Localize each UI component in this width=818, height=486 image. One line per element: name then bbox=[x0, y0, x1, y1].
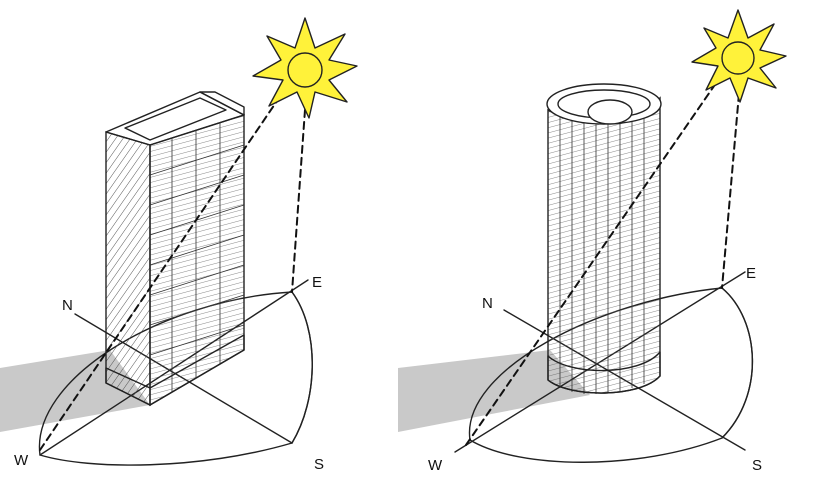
left-sketch: N E S W bbox=[0, 17, 358, 473]
label-north: N bbox=[62, 297, 73, 314]
label-east: E bbox=[312, 274, 322, 291]
sun-vertical bbox=[291, 109, 306, 293]
right-sketch: N E S W bbox=[398, 9, 787, 474]
sun-vertical bbox=[721, 81, 741, 289]
sun-ray bbox=[39, 69, 299, 451]
sun-icon bbox=[252, 17, 358, 119]
sun-icon bbox=[691, 9, 787, 103]
building-shadow bbox=[398, 350, 590, 432]
label-north: N bbox=[482, 295, 493, 312]
sun-ray bbox=[465, 59, 733, 446]
label-south: S bbox=[314, 456, 324, 473]
label-west: W bbox=[14, 452, 29, 469]
tower-left-face bbox=[105, 131, 151, 407]
label-south: S bbox=[752, 457, 762, 474]
label-east: E bbox=[746, 265, 756, 282]
label-west: W bbox=[428, 457, 443, 474]
